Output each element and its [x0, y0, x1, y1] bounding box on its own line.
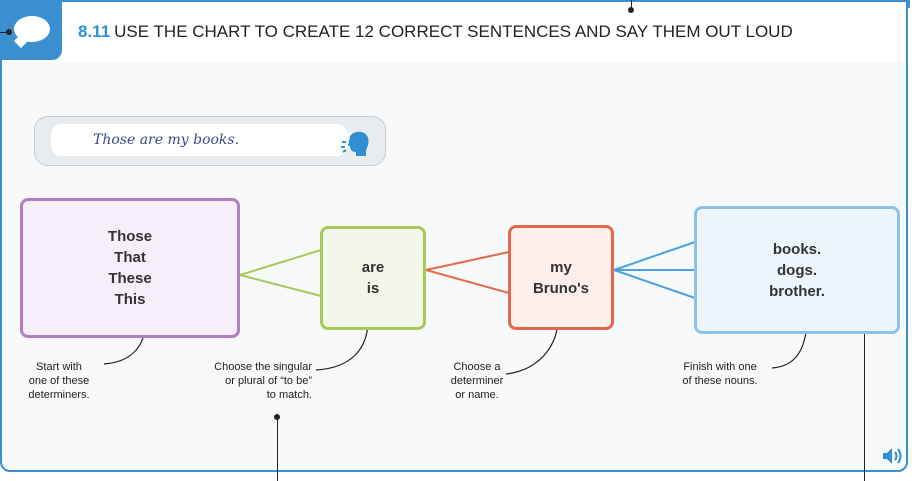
- determiner-word: These: [108, 270, 152, 287]
- note-line: determiner: [450, 375, 504, 387]
- possessives-box: my Bruno's: [508, 225, 614, 330]
- connector-3c: [613, 269, 696, 299]
- note-line: of these nouns.: [682, 375, 758, 387]
- note-line: determiners.: [28, 389, 90, 401]
- connector-3a: [613, 241, 696, 271]
- note-line: or name.: [455, 389, 499, 401]
- note-line: Choose a: [453, 361, 501, 373]
- note-verbs: Choose the singular or plural of “to be”…: [186, 360, 312, 402]
- connector-1b: [239, 274, 322, 297]
- bottom-pin-left: [274, 414, 280, 420]
- note-line: one of these: [28, 375, 90, 387]
- possessive-word: my: [550, 258, 572, 276]
- audio-speaker-icon[interactable]: [882, 447, 904, 465]
- note-line: or plural of “to be”: [225, 375, 312, 387]
- example-sentence: Those are my books.: [93, 132, 240, 148]
- determiner-word: That: [114, 249, 146, 266]
- bottom-pin-line-left: [277, 418, 278, 481]
- exercise-number: 8.11: [78, 22, 111, 41]
- note-determiners: Start with one of these determiners.: [16, 360, 102, 402]
- nouns-box: books. dogs. brother.: [694, 206, 900, 334]
- exercise-instruction: USE THE CHART TO CREATE 12 CORRECT SENTE…: [114, 22, 793, 41]
- determiner-word: Those: [107, 228, 153, 245]
- determiners-box: Those That These This: [20, 198, 240, 338]
- verb-word: is: [366, 280, 380, 297]
- determiner-word: This: [114, 291, 146, 308]
- connector-1a: [239, 249, 322, 276]
- example-inner: Those are my books.: [51, 124, 347, 156]
- badge-pin: [6, 29, 12, 35]
- example-bubble: Those are my books.: [34, 116, 386, 166]
- speech-bubble-icon: [14, 16, 50, 42]
- note-line: Start with: [36, 361, 82, 373]
- verbs-box: are is: [320, 226, 426, 330]
- note-nouns: Finish with one of these nouns.: [668, 360, 772, 388]
- connector-2a: [425, 251, 510, 271]
- noun-word: books.: [772, 240, 822, 258]
- connector-2b: [425, 269, 510, 294]
- noun-word: dogs.: [777, 261, 817, 279]
- badge-pin-line: [0, 32, 8, 33]
- note-line: Finish with one: [683, 361, 757, 373]
- noun-word: brother.: [769, 282, 825, 300]
- possessive-word: Bruno's: [532, 279, 590, 297]
- bottom-pin-line-right: [864, 324, 865, 481]
- speaking-head-icon: [341, 131, 369, 156]
- title-pin: [628, 7, 634, 13]
- note-line: to match.: [266, 389, 312, 401]
- verb-word: are: [361, 259, 385, 276]
- title-pin-line: [631, 0, 632, 8]
- note-possessives: Choose a determiner or name.: [438, 360, 516, 402]
- note-line: Choose the singular: [214, 361, 312, 373]
